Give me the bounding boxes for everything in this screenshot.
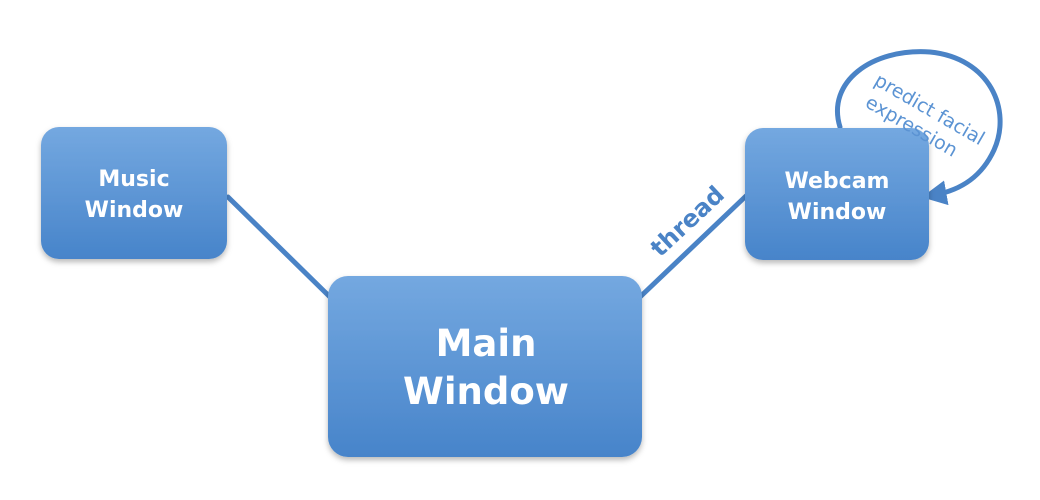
webcam-window-label-line1: Webcam [785,169,890,194]
main-window-label-line2: Window [403,370,569,413]
edge-music-main [225,194,333,300]
main-window-node[interactable]: Main Window [328,276,642,457]
webcam-window-node[interactable]: Webcam Window [745,128,929,260]
music-window-node[interactable]: Music Window [41,127,227,259]
music-window-label-line2: Window [85,198,184,223]
self-loop-arrow [835,49,1003,206]
webcam-window-label-line2: Window [788,200,887,225]
music-window-label-line1: Music [98,167,169,192]
main-window-label-line1: Main [436,322,537,365]
edge-main-webcam [637,193,749,300]
